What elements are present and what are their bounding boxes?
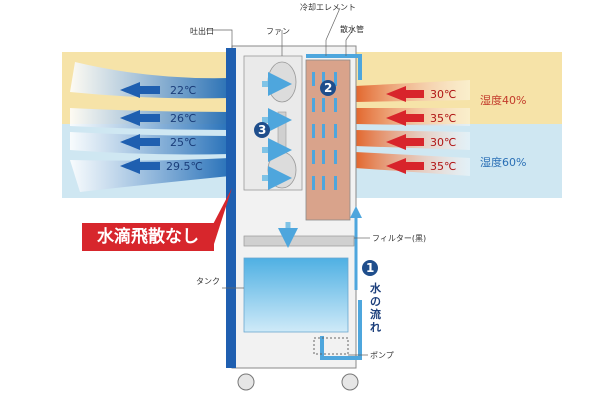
outlet-temp: 29.5℃ — [166, 160, 203, 173]
svg-text:2: 2 — [324, 81, 332, 95]
inlet-temp: 30℃ — [430, 136, 456, 149]
inlet-temp-row: 35℃ — [386, 158, 456, 174]
step-2: 2 — [320, 80, 336, 96]
svg-text:1: 1 — [366, 261, 374, 275]
outlet-temp-row: 22℃ — [120, 82, 196, 98]
outlet-temp: 26℃ — [170, 112, 196, 125]
label-sprinkler-pipe: 散水管 — [340, 24, 364, 34]
inlet-temp: 35℃ — [430, 112, 456, 125]
label-filter: フィルター(黒) — [372, 234, 426, 243]
fan — [262, 61, 297, 190]
outlet-temp-row: 25℃ — [120, 134, 196, 150]
badge-pointer — [210, 188, 232, 244]
water-flow-pipe — [320, 300, 362, 360]
outlet-temp-row: 26℃ — [120, 110, 196, 126]
water-flow-char: の — [370, 295, 381, 308]
wheel — [341, 373, 359, 391]
label-cooling-element: 冷却エレメント — [300, 2, 356, 12]
water-flow-char: 水 — [370, 281, 382, 295]
no-splash-badge: 水滴飛散なし — [82, 223, 214, 251]
inlet-temp-row: 30℃ — [386, 134, 456, 150]
label-pump: ポンプ — [370, 351, 394, 360]
element-drops — [312, 72, 337, 190]
humidity-top: 湿度40% — [480, 93, 526, 107]
filter — [243, 235, 355, 247]
inlet-temp: 30℃ — [430, 88, 456, 101]
step-3: 3 — [254, 122, 270, 138]
humidity-bottom: 湿度60% — [480, 155, 526, 169]
outlet-temp: 25℃ — [170, 136, 196, 149]
label-outlet: 吐出口 — [190, 26, 214, 36]
svg-text:3: 3 — [258, 123, 266, 137]
inlet-temp: 35℃ — [430, 160, 456, 173]
inlet-temp-row: 30℃ — [386, 86, 456, 102]
water-flow-char: れ — [370, 321, 381, 334]
outlet-temp-row: 29.5℃ — [120, 158, 203, 174]
water-flow-char: 流 — [370, 307, 381, 321]
outlet-panel — [226, 48, 236, 368]
inlet-temp-row: 35℃ — [386, 110, 456, 126]
label-tank: タンク — [196, 277, 220, 286]
sprinkler-pipe — [306, 54, 362, 80]
pump — [313, 337, 349, 355]
outlet-temp: 22℃ — [170, 84, 196, 97]
step-1: 1 — [362, 260, 378, 276]
label-fan: ファン — [266, 27, 290, 36]
wheel — [237, 373, 255, 391]
cooling-element — [305, 59, 351, 221]
outlet-airflow — [70, 62, 230, 192]
tank — [243, 257, 349, 333]
